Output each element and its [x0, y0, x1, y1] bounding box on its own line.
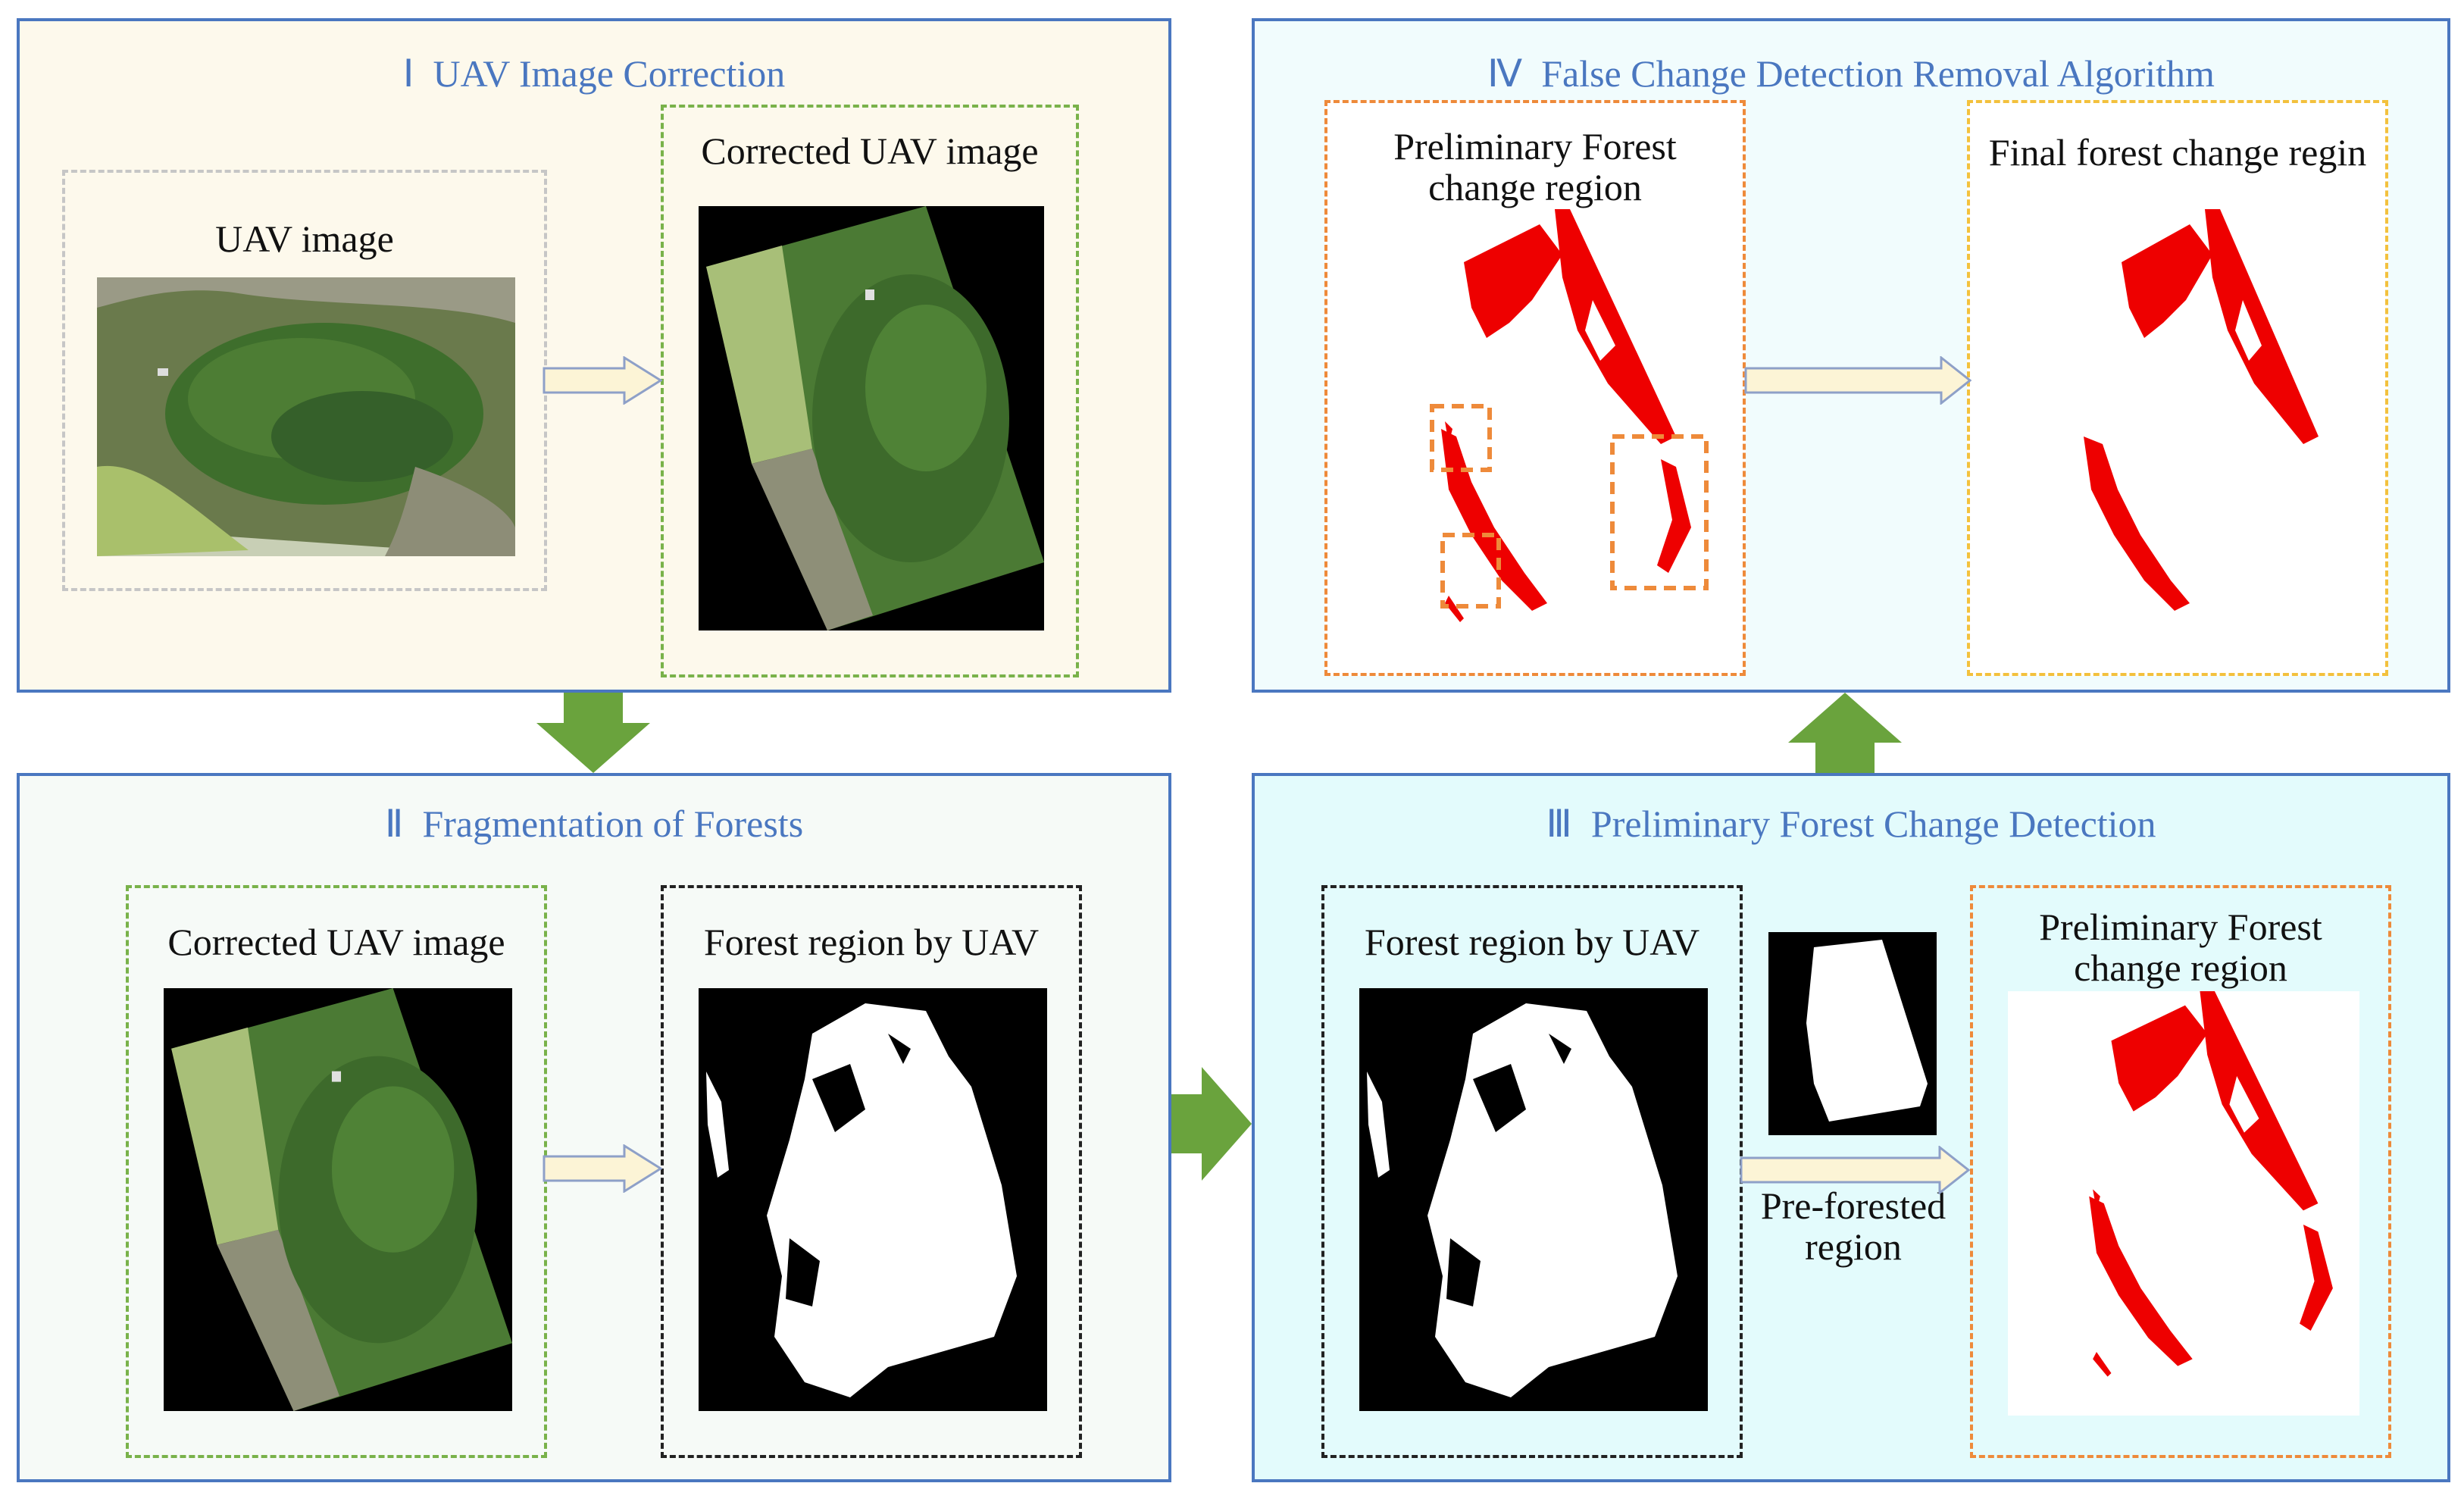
preliminary-change-map — [2008, 991, 2359, 1416]
panel-title-text: UAV Image Correction — [433, 52, 786, 95]
forest-region-by-uav-box: Forest region by UAV — [661, 885, 1082, 1458]
uav-image-photo — [97, 277, 515, 556]
panel-title: Ⅳ False Change Detection Removal Algorit… — [1255, 52, 2447, 95]
panel-title-text: Fragmentation of Forests — [422, 803, 804, 845]
preliminary-label-line1: Preliminary Forest — [1393, 125, 1677, 167]
corrected-uav-image-label: Corrected UAV image — [167, 921, 505, 963]
pre-forested-region-mask — [1768, 932, 1937, 1135]
final-change-map — [2031, 209, 2349, 664]
panel-title-text: Preliminary Forest Change Detection — [1590, 803, 2156, 845]
forest-region-by-uav-box: Forest region by UAV — [1321, 885, 1743, 1458]
pre-forested-label-line2: region — [1805, 1225, 1902, 1268]
preliminary-forest-change-box: Preliminary Forest change region — [1970, 885, 2391, 1458]
final-forest-change-box: Final forest change regin — [1967, 100, 2388, 676]
uav-image-label: UAV image — [215, 217, 394, 260]
pre-forested-label: Pre-forested region — [1740, 1185, 1967, 1267]
panel-numeral: Ⅲ — [1546, 803, 1572, 845]
panel-title: Ⅲ Preliminary Forest Change Detection — [1255, 802, 2447, 846]
panel-false-change-removal: Ⅳ False Change Detection Removal Algorit… — [1252, 18, 2450, 693]
flow-arrow-up — [1788, 693, 1902, 773]
step-arrow-right — [1744, 356, 1972, 405]
preliminary-label-line2: change region — [1428, 166, 1642, 208]
corrected-uav-image-box: Corrected UAV image — [126, 885, 547, 1458]
step-arrow-right — [543, 356, 662, 405]
corrected-uav-image-label: Corrected UAV image — [701, 130, 1039, 172]
panel-fragmentation-of-forests: Ⅱ Fragmentation of Forests Corrected UAV… — [17, 773, 1171, 1482]
forest-region-by-uav-label: Forest region by UAV — [1364, 921, 1700, 963]
step-arrow-right — [1740, 1146, 1970, 1194]
forest-region-mask — [1359, 988, 1708, 1411]
preliminary-label-line2: change region — [2074, 946, 2287, 989]
panel-uav-image-correction: Ⅰ UAV Image Correction UAV image Correct… — [17, 18, 1171, 693]
uav-image-box: UAV image — [62, 170, 547, 591]
panel-numeral: Ⅱ — [384, 803, 404, 845]
panel-numeral: Ⅳ — [1487, 52, 1523, 95]
preliminary-forest-change-box: Preliminary Forest change region — [1324, 100, 1746, 676]
pre-forested-label-line1: Pre-forested — [1760, 1184, 1946, 1227]
panel-preliminary-change-detection: Ⅲ Preliminary Forest Change Detection Fo… — [1252, 773, 2450, 1482]
panel-title-text: False Change Detection Removal Algorithm — [1541, 52, 2215, 95]
forest-region-by-uav-label: Forest region by UAV — [703, 921, 1040, 963]
forest-region-mask — [699, 988, 1047, 1411]
panel-title: Ⅱ Fragmentation of Forests — [20, 802, 1168, 846]
corrected-uav-image-box: Corrected UAV image — [661, 105, 1079, 677]
panel-title: Ⅰ UAV Image Correction — [20, 52, 1168, 95]
final-forest-change-label: Final forest change regin — [1988, 131, 2367, 174]
corrected-uav-image-photo — [699, 206, 1044, 630]
panel-numeral: Ⅰ — [402, 52, 414, 95]
flow-arrow-right — [1171, 1067, 1252, 1181]
preliminary-label-line1: Preliminary Forest — [2039, 906, 2322, 948]
step-arrow-right — [543, 1144, 662, 1193]
flow-arrow-down — [536, 693, 650, 773]
corrected-uav-image-photo — [164, 988, 512, 1411]
preliminary-change-map — [1358, 209, 1718, 664]
